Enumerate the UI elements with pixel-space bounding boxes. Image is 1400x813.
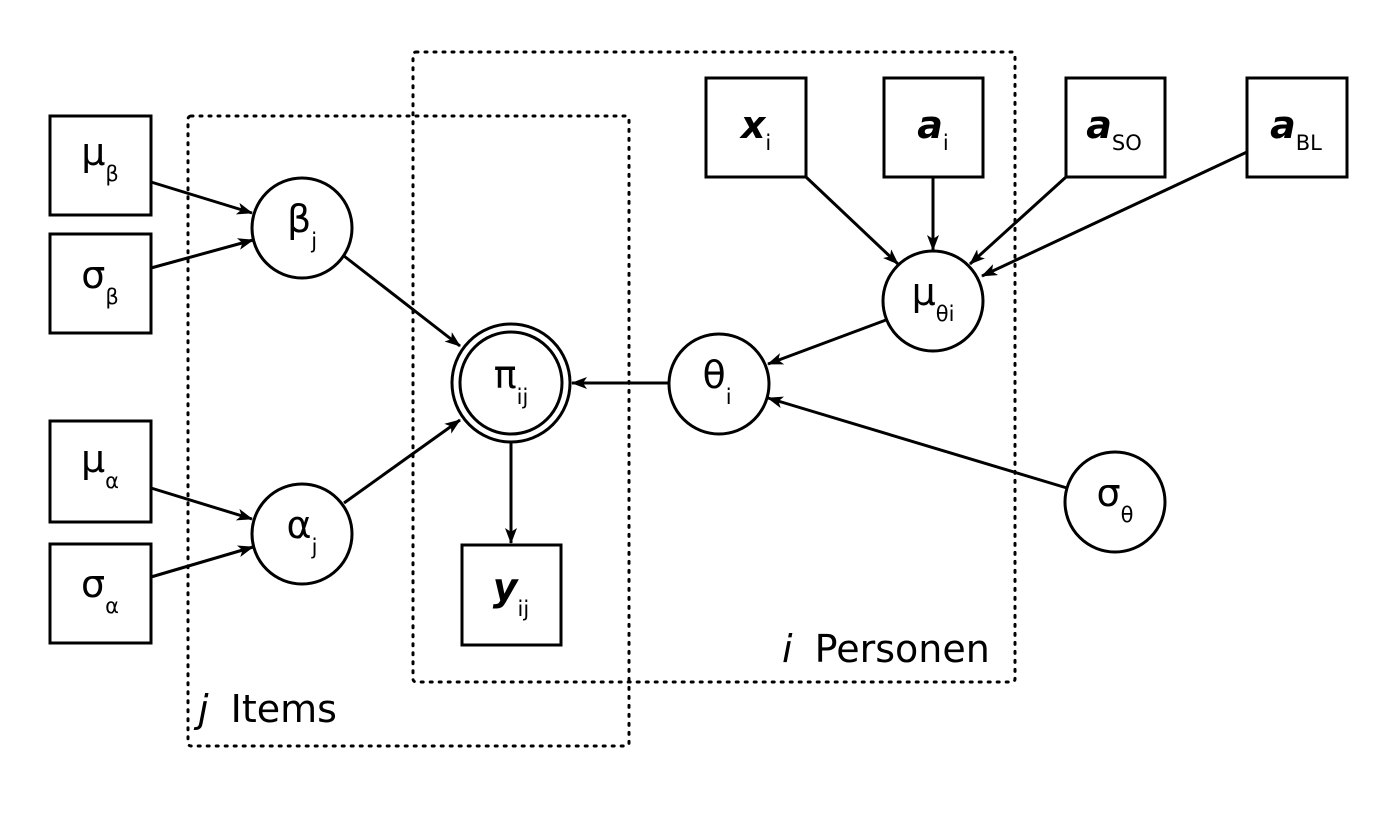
svg-text:πij: πij	[494, 353, 529, 409]
svg-text:aBL: aBL	[1270, 103, 1322, 155]
edge-a-bl-to-mu-theta-i	[981, 150, 1248, 278]
edge-sigma-beta-to-beta-j	[150, 238, 254, 270]
node-beta-j: βj	[250, 176, 354, 280]
edge-sigma-alpha-to-alpha-j	[150, 545, 254, 579]
node-sigma-theta: σθ	[1063, 450, 1167, 554]
node-theta-i: θi	[667, 332, 771, 436]
svg-text:σβ: σβ	[81, 253, 119, 309]
svg-text:ai: ai	[917, 103, 949, 155]
svg-text:μθi: μθi	[912, 270, 955, 326]
edge-beta-j-to-pi-ij	[343, 254, 461, 348]
node-alpha-j: αj	[250, 482, 354, 586]
svg-text:xi: xi	[739, 103, 771, 155]
svg-text:μβ: μβ	[81, 130, 119, 186]
node-y-ij: yij	[460, 543, 563, 647]
edge-mu-theta-i-to-theta-i	[767, 318, 887, 366]
edge-alpha-j-to-pi-ij	[343, 418, 461, 505]
node-x-i: xi	[704, 76, 808, 179]
plate-persons: i Personen	[411, 50, 1017, 684]
node-pi-ij: πij	[450, 322, 572, 444]
edge-a-so-to-mu-theta-i	[968, 175, 1068, 266]
node-a-bl: aBL	[1245, 76, 1349, 179]
edge-mu-beta-to-beta-j	[150, 180, 253, 215]
node-mu-beta: μβ	[48, 114, 153, 217]
svg-text:μα: μα	[81, 437, 119, 493]
edge-mu-alpha-to-alpha-j	[150, 486, 253, 521]
plate-items-label: j Items	[193, 687, 337, 731]
plate-persons-label: i Personen	[782, 627, 990, 671]
edges	[150, 150, 1248, 579]
svg-text:βj: βj	[287, 197, 317, 253]
node-mu-alpha: μα	[48, 419, 153, 524]
node-mu-theta-i: μθi	[881, 249, 985, 353]
node-a-so: aSO	[1064, 76, 1167, 179]
svg-text:θi: θi	[702, 353, 731, 409]
svg-text:yij: yij	[493, 565, 529, 621]
node-sigma-alpha: σα	[48, 542, 153, 645]
plate-items: j Items	[186, 114, 631, 748]
svg-text:αj: αj	[287, 503, 318, 559]
edge-sigma-theta-to-theta-i	[767, 396, 1068, 490]
edge-x-i-to-mu-theta-i	[804, 175, 900, 266]
svg-text:σα: σα	[81, 562, 119, 618]
svg-text:aSO: aSO	[1086, 103, 1142, 155]
node-a-i: ai	[882, 76, 985, 179]
svg-text:σθ: σθ	[1097, 471, 1134, 527]
node-sigma-beta: σβ	[48, 232, 153, 335]
